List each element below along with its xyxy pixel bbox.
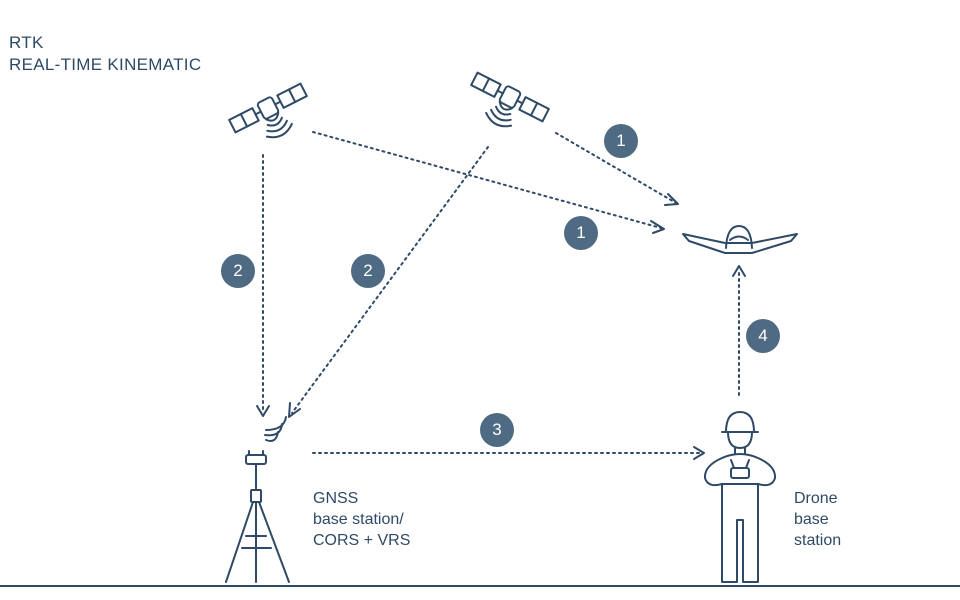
diagram-title: RTK bbox=[9, 33, 44, 52]
operator-icon bbox=[703, 411, 777, 583]
step-badge-3: 3 bbox=[480, 413, 514, 447]
signal-path-sat-right-to-drone bbox=[555, 132, 677, 204]
drone-station-label-line-2: base bbox=[794, 511, 829, 528]
step-badge-2-right: 2 bbox=[351, 254, 385, 288]
signal-path-sat-left-to-drone bbox=[312, 131, 662, 229]
gnss-label-line-3: CORS + VRS bbox=[313, 532, 411, 549]
drone-station-label-line-1: Drone bbox=[794, 490, 838, 507]
gnss-tripod-icon bbox=[225, 416, 290, 583]
diagram-subtitle: REAL-TIME KINEMATIC bbox=[9, 55, 202, 74]
gnss-label-line-1: GNSS bbox=[313, 490, 359, 507]
satellite-right-icon bbox=[470, 71, 550, 128]
gnss-label-line-2: base station/ bbox=[313, 511, 404, 528]
drone-icon bbox=[682, 225, 798, 254]
step-badge-4: 4 bbox=[746, 319, 780, 353]
step-badge-1-upper: 1 bbox=[604, 124, 638, 158]
step-badge-2-left: 2 bbox=[221, 254, 255, 288]
drone-base-station-label: Drone base station bbox=[794, 488, 841, 551]
drone-station-label-line-3: station bbox=[794, 532, 842, 549]
gnss-base-station-label: GNSS base station/ CORS + VRS bbox=[313, 488, 410, 551]
satellite-left-icon bbox=[228, 82, 308, 139]
step-badge-1-lower: 1 bbox=[564, 216, 598, 250]
signal-path-sat-right-to-base bbox=[291, 146, 489, 414]
